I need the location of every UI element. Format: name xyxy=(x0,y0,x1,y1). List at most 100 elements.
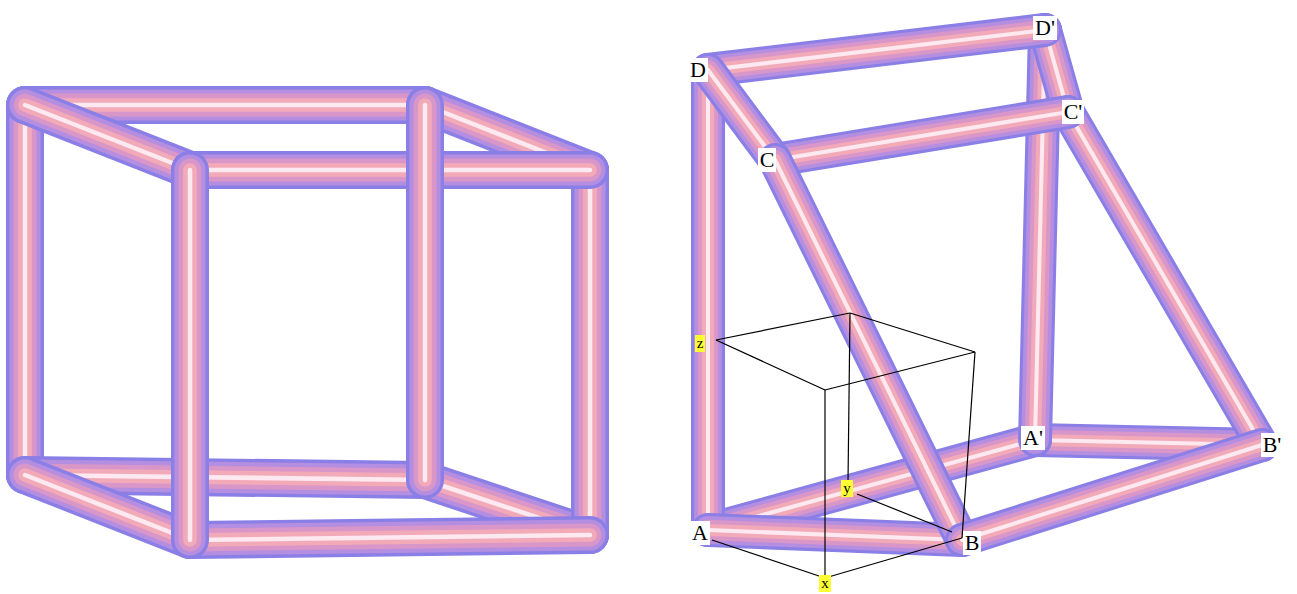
vertex-label: C' xyxy=(1062,100,1085,124)
tube-shade xyxy=(1068,112,1262,445)
tube-shade xyxy=(183,170,197,540)
tube-shade xyxy=(190,159,590,182)
tube-shade xyxy=(179,170,202,540)
tube-shade xyxy=(1035,30,1045,440)
tube xyxy=(25,105,190,170)
tube xyxy=(25,475,190,540)
tube-shade xyxy=(1068,112,1262,445)
tube-shade xyxy=(171,170,209,540)
tube-shade xyxy=(775,160,962,540)
tube-shade xyxy=(25,475,190,540)
tube-shade xyxy=(775,112,1068,160)
axes-wireframe xyxy=(712,313,975,578)
tube-shade xyxy=(190,168,590,173)
tube-shade xyxy=(25,105,190,170)
wire-line xyxy=(716,340,825,390)
right-frame xyxy=(708,30,1262,540)
tube-shade xyxy=(25,105,190,170)
tube-shade xyxy=(962,445,1262,540)
tube-shade xyxy=(962,445,1262,540)
tube-shade xyxy=(708,530,962,540)
tube-shade xyxy=(708,530,962,540)
tube xyxy=(25,105,26,475)
axis-label: z xyxy=(695,335,706,352)
tube-shade xyxy=(18,105,32,475)
tube-shade xyxy=(579,170,602,535)
tube xyxy=(1035,30,1045,440)
tube-shade xyxy=(1068,112,1262,445)
tube xyxy=(708,30,1045,70)
vertex-label: B xyxy=(963,531,982,555)
vertex-label: D' xyxy=(1033,16,1057,40)
tube-shade xyxy=(25,105,190,170)
vertex-label: B' xyxy=(1261,433,1284,457)
tube xyxy=(775,112,1068,160)
tube-shade xyxy=(174,170,205,540)
tube-shade xyxy=(775,160,962,540)
tube-shade xyxy=(190,151,590,189)
tube-shade xyxy=(1035,30,1045,440)
vertex-label: D xyxy=(688,58,708,82)
tube-shade xyxy=(775,112,1068,160)
tube-shade xyxy=(775,112,1068,160)
tube-shade xyxy=(574,170,605,535)
vertex-label: A xyxy=(690,521,710,545)
tube xyxy=(775,160,962,540)
tube-shade xyxy=(775,112,1068,160)
tube-shade xyxy=(708,530,962,540)
tube-shade xyxy=(706,70,710,530)
tube-shade xyxy=(6,105,44,475)
axis-label: x xyxy=(819,575,831,592)
tube-shade xyxy=(406,105,444,480)
tube-shade xyxy=(190,535,590,540)
tube-shade xyxy=(1035,30,1045,440)
vertex-label: C xyxy=(758,148,777,172)
tube-shade xyxy=(775,160,962,540)
wire-line xyxy=(712,540,825,578)
tube-shade xyxy=(188,170,193,540)
tube-shade xyxy=(962,445,1262,540)
wire-line xyxy=(716,313,850,340)
tube xyxy=(1068,112,1262,445)
tube-shade xyxy=(708,30,1045,70)
wire-line xyxy=(850,313,975,352)
wire-line xyxy=(962,352,975,538)
tube xyxy=(962,445,1262,540)
tube-shade xyxy=(25,475,190,540)
tube xyxy=(190,535,590,540)
tube-shade xyxy=(25,105,190,170)
tube-shade xyxy=(190,535,590,540)
tube-shade xyxy=(190,535,590,540)
tube-shade xyxy=(25,475,190,540)
tube-shade xyxy=(588,170,593,535)
tube-shade xyxy=(708,30,1045,70)
tube xyxy=(708,70,709,530)
tube-shade xyxy=(702,70,714,530)
wire-line xyxy=(825,352,975,390)
tube xyxy=(190,170,191,540)
tube-shade xyxy=(708,30,1045,70)
wire-line xyxy=(824,390,825,578)
tube-shade xyxy=(775,160,962,540)
tube xyxy=(425,105,426,480)
tube xyxy=(25,105,425,106)
tube-shade xyxy=(25,103,425,108)
wire-line xyxy=(848,313,850,482)
tube-shade xyxy=(423,105,428,480)
tube-shade xyxy=(583,170,597,535)
tube-shade xyxy=(1035,30,1045,440)
axis-label: y xyxy=(841,480,853,497)
tube-shade xyxy=(14,105,37,475)
tube-shade xyxy=(962,445,1262,540)
tube-shade xyxy=(25,105,190,170)
tube-shade xyxy=(190,163,590,177)
tube-shade xyxy=(775,112,1068,160)
wire-line xyxy=(857,494,952,532)
tube-shade xyxy=(9,105,40,475)
tube xyxy=(190,170,590,171)
left-cube xyxy=(25,105,590,540)
tube-shade xyxy=(1035,30,1045,440)
tube-shade xyxy=(1068,112,1262,445)
